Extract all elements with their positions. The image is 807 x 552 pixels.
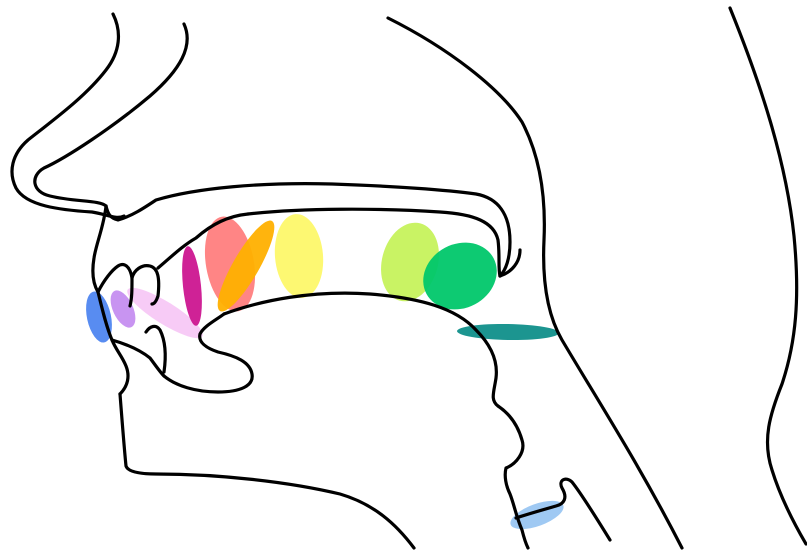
zone-palatal: [271, 212, 326, 300]
chin-and-jaw: [120, 394, 414, 548]
lower-gum: [112, 340, 164, 376]
tongue-body: [224, 293, 498, 406]
back-of-head: [730, 8, 806, 544]
brow-curve-front: [12, 14, 124, 217]
articulation-zones: [82, 212, 567, 535]
